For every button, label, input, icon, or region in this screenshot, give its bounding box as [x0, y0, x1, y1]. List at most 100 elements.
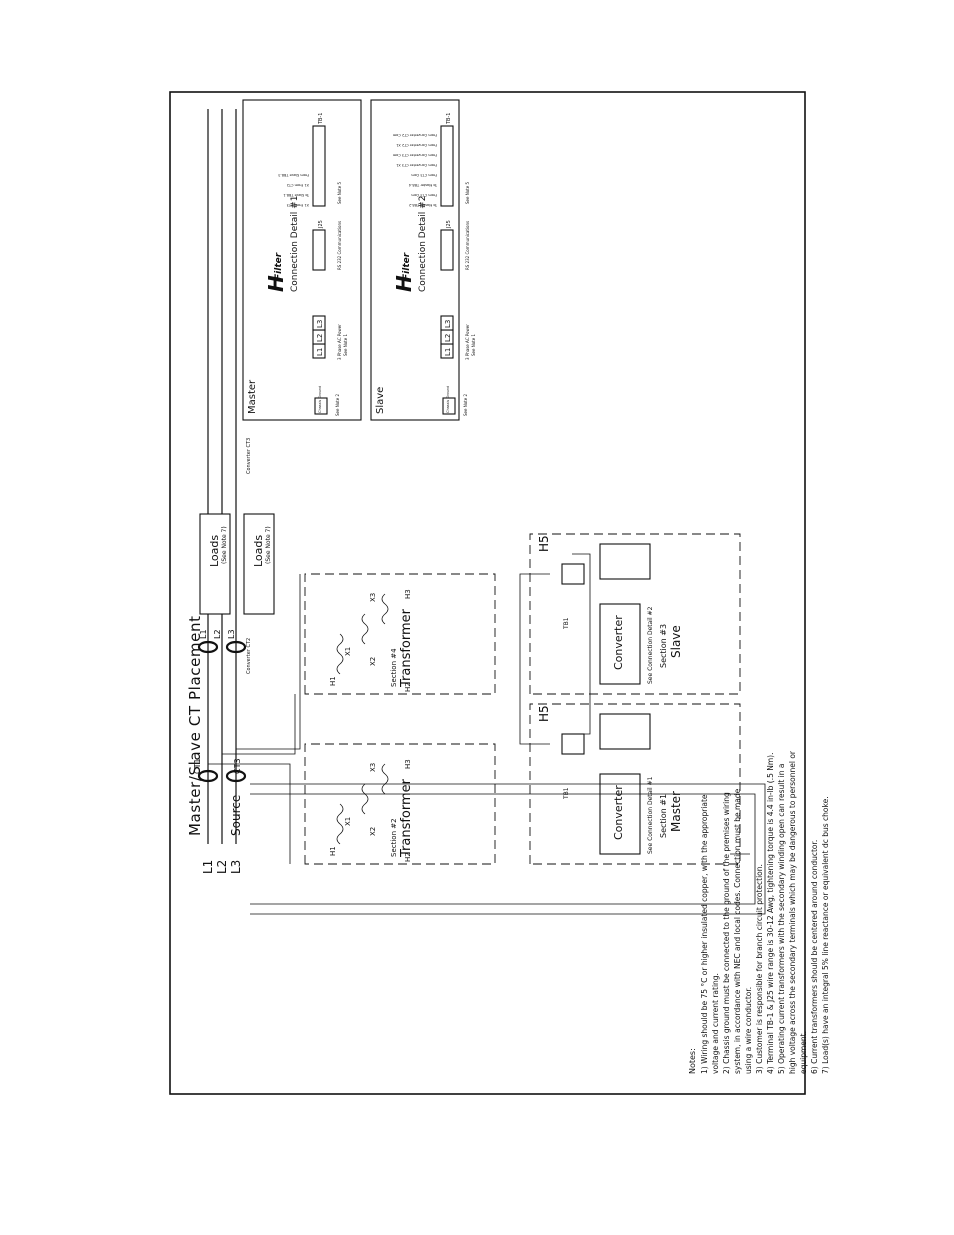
- detail-1-l3: L3: [316, 320, 324, 328]
- master-h2: H2: [404, 852, 412, 862]
- master-see-detail: See Connection Detail #1: [647, 776, 654, 854]
- slave-see-detail: See Connection Detail #2: [647, 606, 654, 684]
- notes-heading: Notes:: [688, 1048, 697, 1074]
- detail-2-wire-3: To Master TB8-4: [408, 183, 438, 187]
- slave-x1: X1: [344, 647, 352, 656]
- ct2-converter-label: Converter CT2: [246, 638, 252, 674]
- detail-1-chassis: Chassis Ground: [318, 386, 322, 413]
- detail-1-j25-label: J25: [318, 220, 324, 229]
- slave-h3: H3: [404, 589, 412, 599]
- slave-transformer-section: Section #4: [390, 648, 398, 687]
- slave-h1: H1: [329, 676, 337, 686]
- note-line-3: 2) Chassis ground must be connected to t…: [722, 792, 731, 1074]
- master-transformer-section: Section #2: [390, 818, 398, 857]
- note-line-1: 1) Wiring should be 75 °C or higher insu…: [700, 794, 709, 1074]
- slave-x2: X2: [369, 657, 377, 666]
- note-line-11: 6) Current transformers should be center…: [810, 840, 819, 1074]
- ct3b-ring: [225, 640, 247, 654]
- detail-2-chassis: Chassis Ground: [446, 386, 450, 413]
- loads-2: Loads (See Note 7): [243, 513, 275, 615]
- detail-2-wire-7: From Converter CT2 X1: [396, 143, 437, 147]
- ct1-label: CT1: [193, 758, 202, 774]
- detail-2-filter: Filter: [402, 252, 412, 280]
- source-l2: L2: [215, 860, 229, 874]
- loads-1: Loads (See Note 7): [199, 513, 231, 615]
- note-line-12: 7) Load(s) have an integral 5% line reac…: [821, 796, 830, 1074]
- detail-1-note2: See Note 2: [335, 394, 340, 416]
- detail-2-l1: L1: [444, 348, 452, 356]
- master-converter: Converter: [612, 785, 625, 840]
- detail-1-tb-label: TB-1: [318, 113, 324, 125]
- loads-1-label: Loads: [208, 535, 221, 567]
- master-section: Transformer Section #2 H1 X1 X2 X3 H2 H3…: [304, 703, 741, 865]
- master-h5: H5: [537, 705, 551, 722]
- detail-2-wire-2: From CT3 Com: [411, 193, 437, 197]
- detail-2-note1: See Note 1: [471, 334, 476, 356]
- note-line-9: high voltage across the secondary termin…: [788, 750, 797, 1074]
- ct1-ring: [197, 769, 219, 783]
- bus-l2: L2: [213, 629, 222, 639]
- slave-section: Transformer Section #4 H1 X1 X2 X3 H2 H3…: [304, 533, 741, 695]
- source-block: L1 L2 L3 Source CT1 CT3: [193, 758, 243, 874]
- detail-1-note5: See Note 5: [337, 182, 342, 204]
- bus-l1: L1: [199, 629, 208, 639]
- detail-2-j25-label: J25: [446, 220, 452, 229]
- detail-1-j25: J25 RS 232 Communications: [312, 220, 342, 271]
- detail-2-power: 3 Phase AC Power: [465, 324, 470, 360]
- detail-2-wire-8: From Converter CT2 Com: [392, 133, 437, 137]
- source-l1: L1: [201, 860, 215, 874]
- slave-transformer: Transformer: [399, 608, 414, 688]
- slave-converter: Converter: [612, 615, 625, 670]
- master-section-num: Section #1: [659, 794, 668, 838]
- master-x1: X1: [344, 817, 352, 826]
- ct3-label: CT3: [233, 758, 242, 774]
- interconnect-wires: [208, 553, 766, 915]
- detail-1-wire-4: From Slave TB8-3: [278, 173, 309, 177]
- detail-2-wire-1: To Master TB8-2: [409, 203, 438, 207]
- detail-2-wire-6: From Converter CT3 Com: [392, 153, 437, 157]
- detail-2-tb1: TB-1 See Note 5 To Master TB8-2 From CT3…: [392, 113, 470, 207]
- master-h3: H3: [404, 759, 412, 769]
- main-drawing: Master/Slave CT Placement L1 L2 L3 Sourc…: [186, 109, 830, 1074]
- detail-2-phases: L1 L2 L3: [440, 315, 454, 359]
- slave-h2: H2: [404, 682, 412, 692]
- detail-1-filter: Filter: [274, 252, 284, 280]
- detail-1-role: Master: [247, 379, 258, 414]
- detail-2-note5: See Note 5: [465, 182, 470, 204]
- detail-2-l2: L2: [444, 334, 452, 342]
- master-h1: H1: [329, 846, 337, 856]
- bus-l3: L3: [227, 629, 236, 639]
- slave-x3: X3: [369, 593, 377, 602]
- ct2-ring: [197, 640, 219, 654]
- detail-1-l1: L1: [316, 348, 324, 356]
- detail-1-wire-1: X1 From CT3: [287, 203, 309, 207]
- slave-h5: H5: [537, 535, 551, 552]
- master-role: Master: [669, 791, 683, 832]
- detail-1-phases: L1 L2 L3: [312, 315, 326, 359]
- master-transformer: Transformer: [399, 778, 414, 858]
- loads-2-label: Loads: [252, 535, 265, 567]
- slave-tb: TB1: [563, 617, 570, 630]
- detail-2-wire-4: From CT3 Com: [411, 173, 437, 177]
- detail-1-power: 3 Phase AC Power: [337, 324, 342, 360]
- ct3-ring: [225, 769, 247, 783]
- detail-2-role: Slave: [375, 387, 386, 414]
- loads-1-note: (See Note 7): [221, 526, 228, 564]
- master-x3: X3: [369, 763, 377, 772]
- detail-1-title: Connection Detail #1: [290, 196, 300, 292]
- detail-2-wire-5: From Converter CT3 X1: [396, 163, 437, 167]
- loads-2-note: (See Note 7): [265, 526, 272, 564]
- detail-1-note1: See Note 1: [343, 334, 348, 356]
- detail-2-j25: J25 RS 232 Communications: [440, 220, 470, 271]
- slave-section-num: Section #3: [659, 624, 668, 668]
- ct3-converter-label: Converter CT3: [246, 438, 252, 474]
- note-line-10: equipment.: [799, 1031, 808, 1074]
- sheet-border: [169, 91, 806, 1095]
- connection-detail-master: Master Chassis Ground See Note 2 L1 L2 L…: [242, 99, 362, 421]
- notes-block: Notes: 1) Wiring should be 75 °C or high…: [688, 750, 830, 1074]
- note-line-8: 5) Operating current transformers with t…: [777, 764, 786, 1075]
- detail-2-tb-label: TB-1: [446, 113, 452, 125]
- detail-1-tb1: TB-1 See Note 5 X1 From CT3 To Slave TB8…: [278, 113, 342, 207]
- detail-1-brand: H: [264, 275, 288, 292]
